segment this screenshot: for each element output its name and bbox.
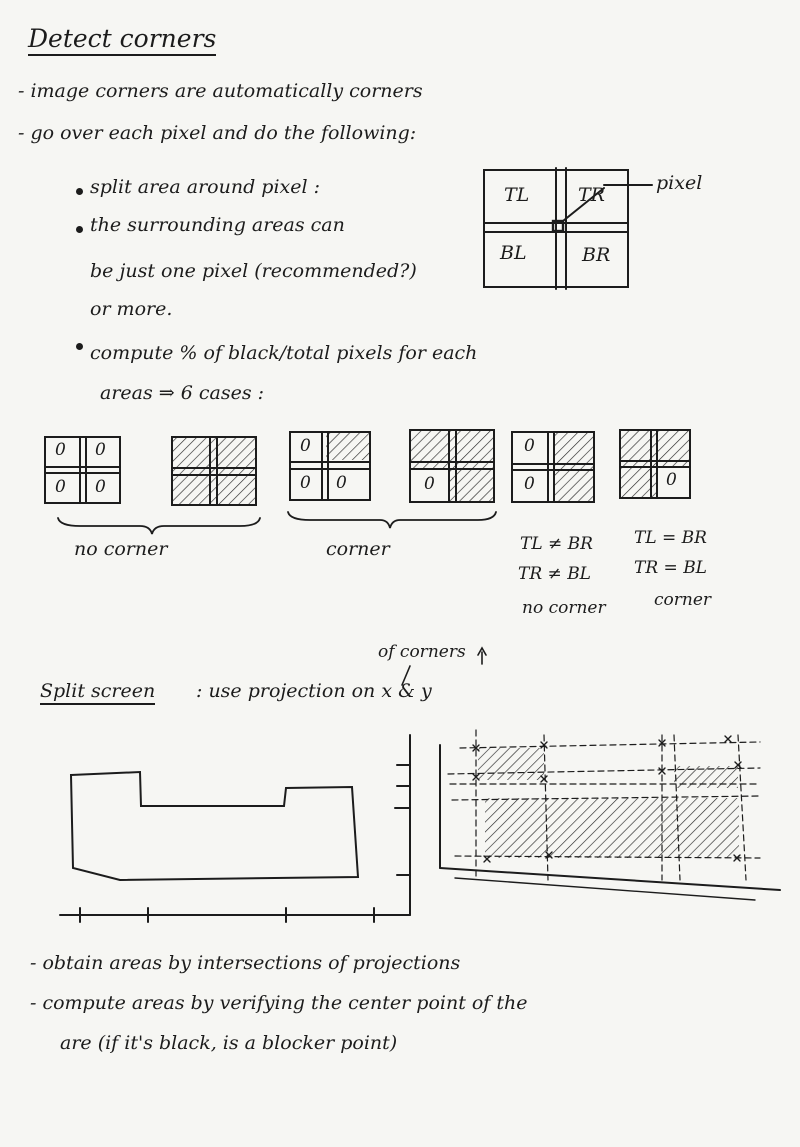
case-grid-3 (289, 431, 371, 501)
caption-diag-2: TR ≠ BL (518, 564, 591, 584)
caption-eq-2: TR = BL (634, 558, 707, 578)
zero-mark: 0 (300, 473, 311, 493)
caption-eq-1: TL = BR (634, 528, 707, 548)
case-grid-4 (409, 429, 495, 503)
zero-mark: 0 (524, 436, 535, 456)
caption-no-corner: no corner (74, 538, 168, 560)
projection-grid-sketch (439, 729, 781, 901)
bottom-line-1: - obtain areas by intersections of proje… (30, 952, 461, 974)
zero-mark: 0 (336, 473, 347, 493)
quadrant-diagram (483, 167, 653, 290)
bullet-3b: areas ⇒ 6 cases : (100, 382, 265, 404)
case-grid-5 (511, 431, 595, 503)
pixel-label: pixel (656, 172, 703, 194)
bullet-2a: the surrounding areas can (90, 214, 345, 236)
split-screen-heading: Split screen (40, 680, 156, 705)
note-line-2: - go over each pixel and do the followin… (18, 122, 417, 144)
bottom-line-3: are (if it's black, is a blocker point) (60, 1032, 398, 1054)
case-grid-2 (171, 436, 257, 506)
split-screen-rest: : use projection on x & y (196, 680, 432, 702)
quad-label-br: BR (582, 244, 611, 266)
caption-diag-no: no corner (522, 598, 606, 618)
zero-mark: 0 (55, 477, 66, 497)
caption-diag-1: TL ≠ BR (520, 534, 593, 554)
insert-of-corners: of corners (378, 642, 466, 662)
bullet-dot (76, 226, 83, 233)
note-line-1: - image corners are automatically corner… (18, 80, 423, 102)
bullet-2b: be just one pixel (recommended?) (90, 260, 417, 282)
zero-mark: 0 (666, 470, 677, 490)
zero-mark: 0 (524, 474, 535, 494)
bullet-3a: compute % of black/total pixels for each (90, 342, 478, 364)
zero-mark: 0 (424, 474, 435, 494)
quad-label-tl: TL (504, 184, 530, 206)
zero-mark: 0 (95, 440, 106, 460)
bottom-line-2: - compute areas by verifying the center … (30, 992, 528, 1014)
bullet-1: split area around pixel : (90, 176, 321, 198)
bullet-dot (76, 343, 83, 350)
zero-mark: 0 (95, 477, 106, 497)
zero-mark: 0 (300, 436, 311, 456)
quad-label-tr: TR (578, 184, 605, 206)
bullet-2c: or more. (90, 298, 173, 320)
zero-mark: 0 (55, 440, 66, 460)
shape-sketch (59, 734, 411, 923)
caption-corner: corner (326, 538, 390, 560)
page-title: Detect corners (28, 24, 217, 56)
case-grid-1 (44, 436, 121, 504)
bullet-dot (76, 188, 83, 195)
case-grid-6 (619, 429, 691, 499)
caption-eq-corner: corner (654, 590, 712, 610)
quad-label-bl: BL (500, 242, 527, 264)
